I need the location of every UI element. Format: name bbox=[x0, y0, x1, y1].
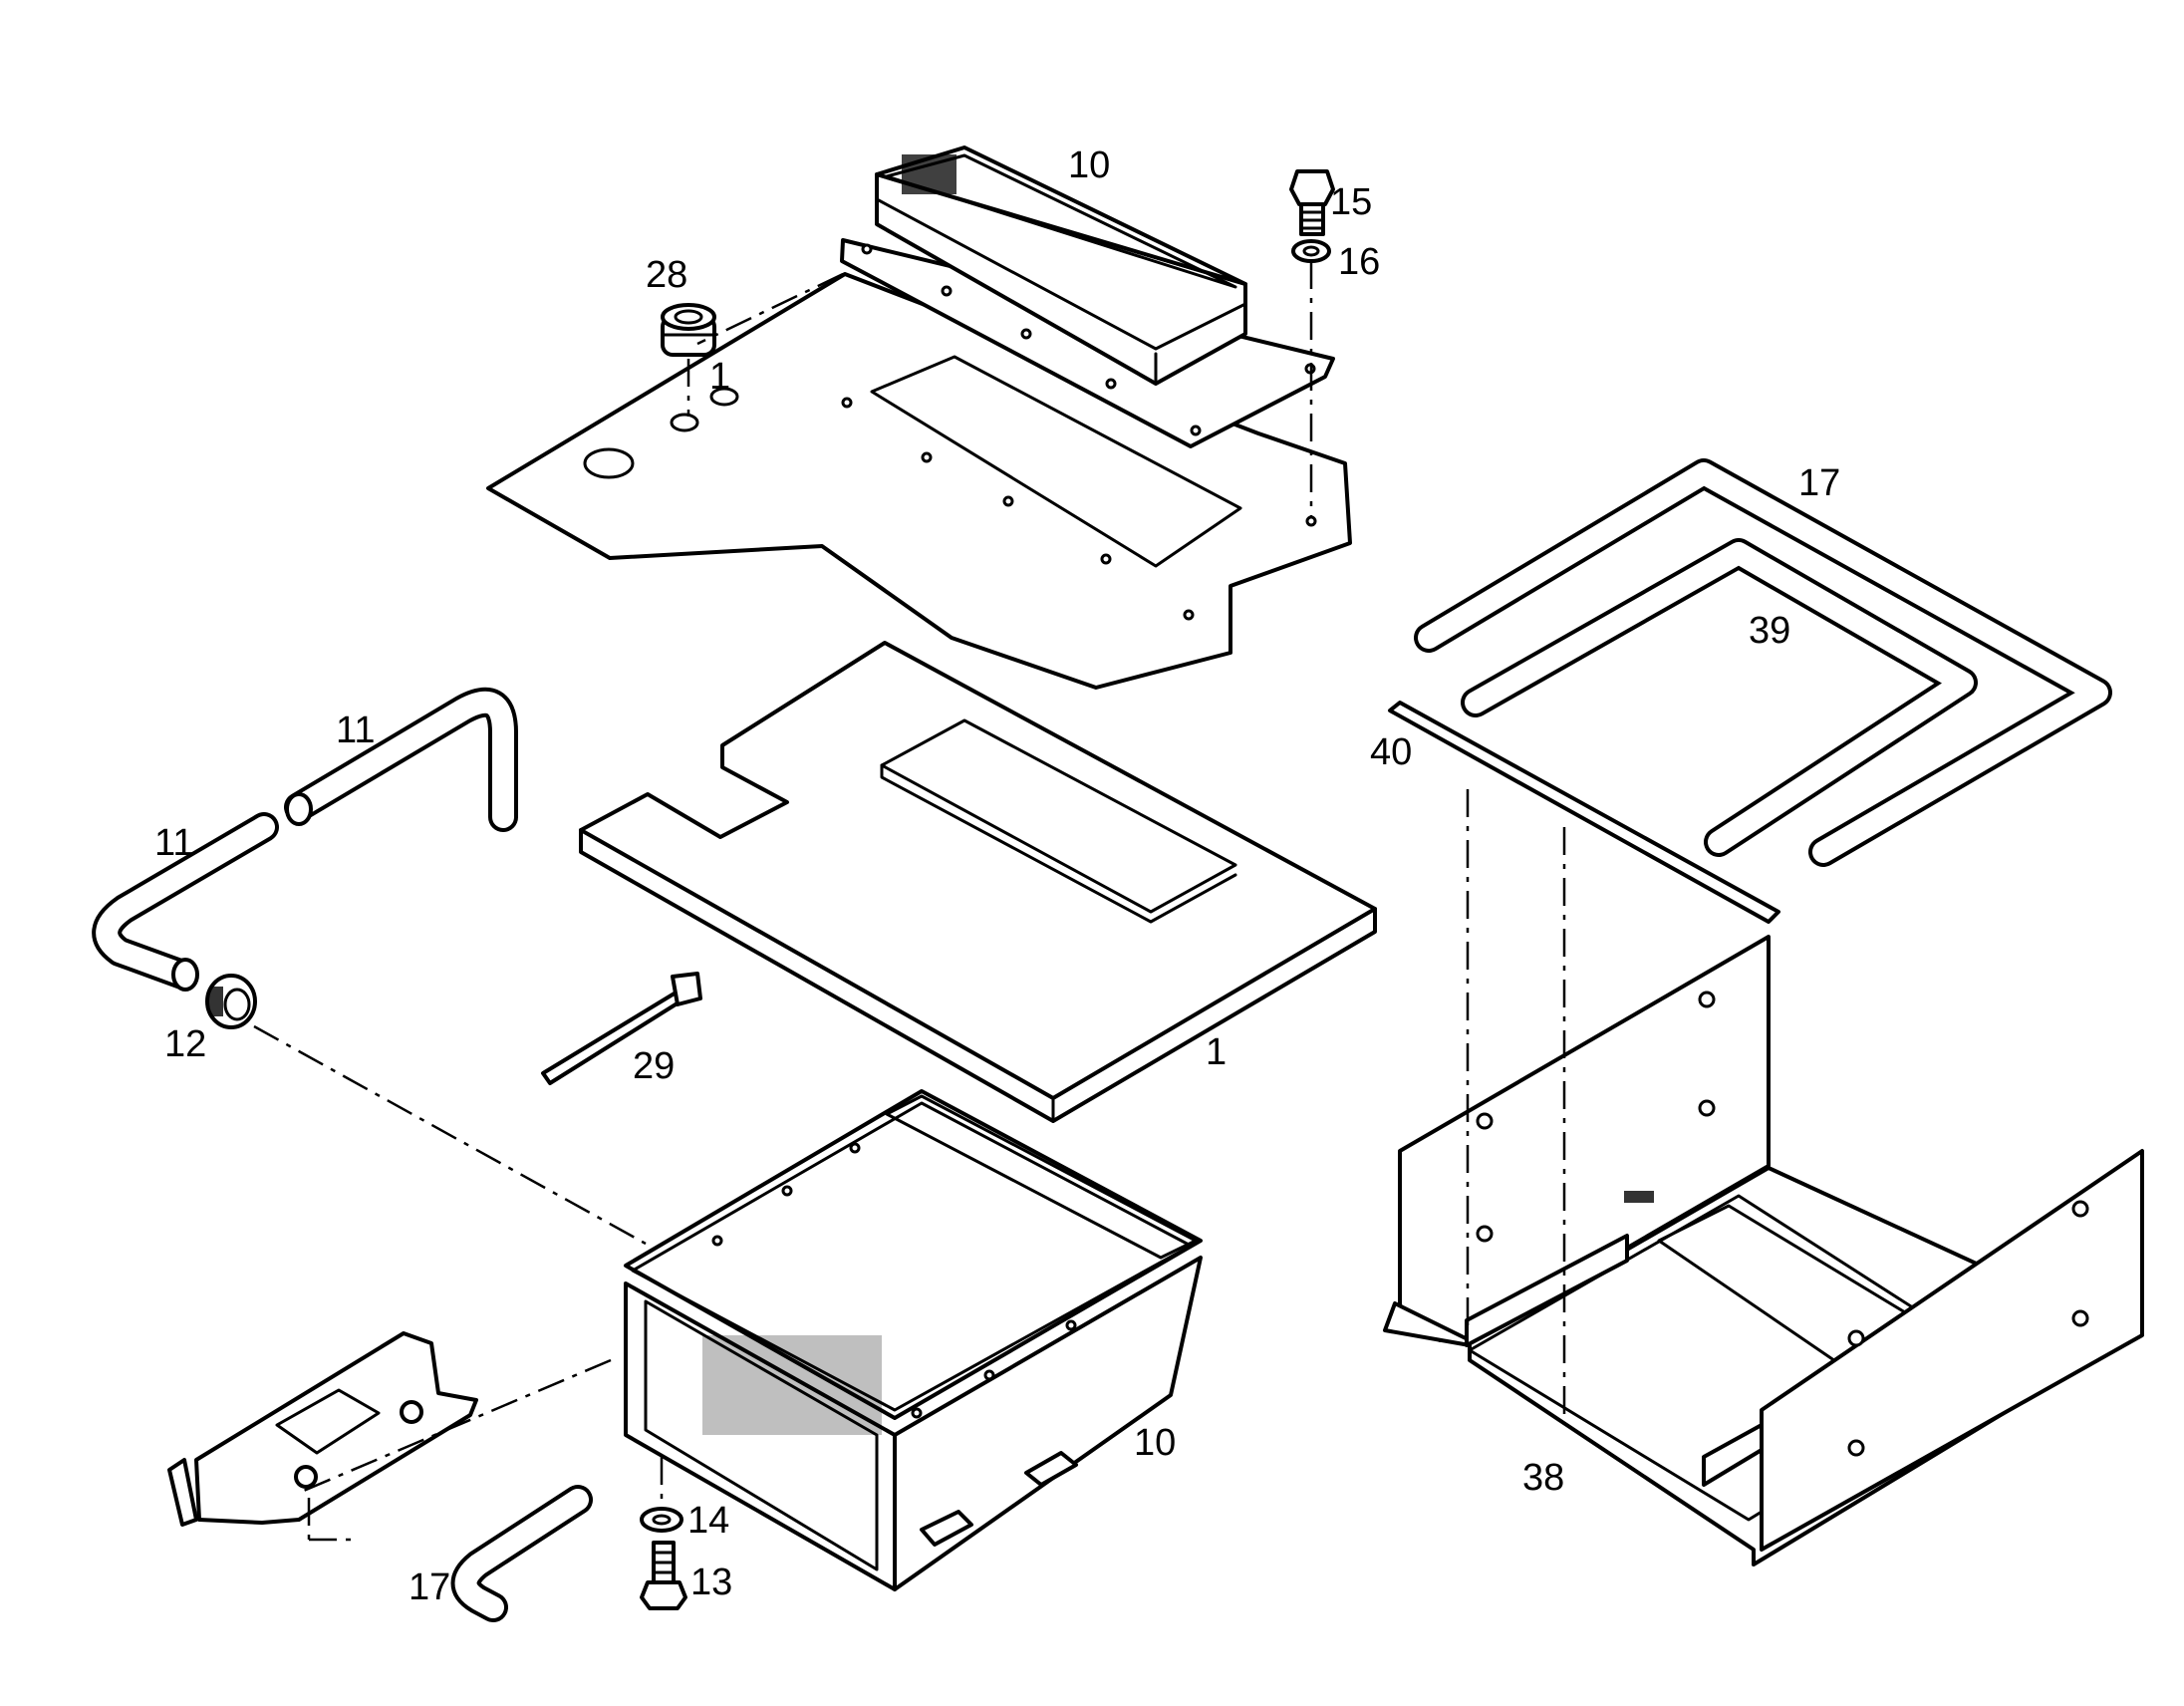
seal-strip bbox=[1388, 701, 1780, 924]
callout-grommet: 28 bbox=[646, 254, 687, 296]
filter-unit-top bbox=[840, 145, 1335, 448]
callout-bolt-bottom: 13 bbox=[690, 1562, 732, 1603]
washer-bottom bbox=[640, 1507, 683, 1533]
seal-plate bbox=[579, 641, 1377, 1123]
callout-cable-tie: 29 bbox=[633, 1045, 675, 1087]
bolt-top bbox=[1289, 169, 1335, 236]
callout-washer-top: 16 bbox=[1338, 241, 1380, 283]
callout-seal-outer: 17 bbox=[1798, 462, 1840, 504]
hose-clamp bbox=[205, 974, 257, 1029]
grommet bbox=[661, 303, 716, 357]
seal-inner bbox=[1461, 538, 1978, 857]
callout-tray: 38 bbox=[1522, 1457, 1564, 1499]
assembly-lines bbox=[253, 261, 1566, 1542]
base-plate bbox=[486, 272, 1352, 690]
bolt-bottom bbox=[640, 1541, 687, 1610]
callout-clamp: 12 bbox=[164, 1023, 206, 1065]
callout-washer-bottom: 14 bbox=[687, 1500, 729, 1542]
washer-top bbox=[1291, 239, 1331, 263]
callout-seal-inner: 39 bbox=[1749, 610, 1790, 652]
callout-hose-upper: 11 bbox=[336, 710, 375, 751]
callout-housing: 10 bbox=[1134, 1422, 1176, 1464]
seal-outer bbox=[1414, 458, 2112, 867]
hose-lower bbox=[92, 812, 279, 992]
callout-hose-lower: 11 bbox=[154, 822, 193, 864]
cable-tie bbox=[541, 972, 702, 1085]
callout-seal-plate: 1 bbox=[1206, 1031, 1227, 1073]
callout-filter-top: 10 bbox=[1068, 144, 1110, 186]
callout-plate-hole-ref: 1 bbox=[709, 356, 730, 398]
housing bbox=[624, 1089, 1203, 1591]
seal-small bbox=[450, 1485, 593, 1622]
callout-labels: 10 15 16 28 1 11 11 12 29 1 17 39 40 10 … bbox=[154, 144, 1840, 1608]
callout-seal-strip: 40 bbox=[1370, 731, 1412, 773]
callout-bolt-top: 15 bbox=[1330, 181, 1372, 223]
mounting-bracket bbox=[167, 1331, 478, 1527]
hose-upper bbox=[284, 687, 518, 832]
callout-seal-small: 17 bbox=[409, 1566, 450, 1608]
tray bbox=[1383, 935, 2144, 1566]
